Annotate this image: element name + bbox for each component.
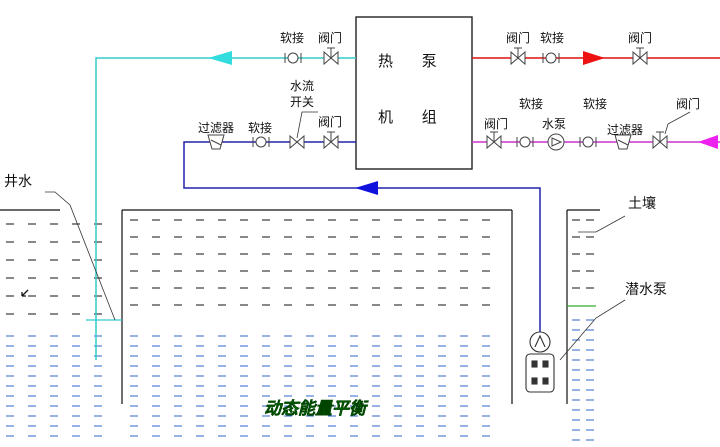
top-right-components [510,47,648,66]
label-soil: 土壤 [628,195,656,212]
cold-flow-arrow-icon [208,51,232,65]
pump-leader [559,299,626,361]
label-valve: 阀门 [628,30,652,45]
filter-icon [207,134,225,150]
soil-leader [578,215,626,233]
label-soft-joint: 软接 [583,96,607,111]
label-filter: 过滤器 [198,121,234,135]
label-valve: 阀门 [676,96,700,111]
pump-icon [547,133,565,151]
well-walls [0,209,600,404]
soft-joint-icon [516,136,534,148]
label-well-water: 井水 [4,174,32,190]
filter-icon [614,134,632,150]
heat-pump-unit-line2: 机 组 [378,108,449,126]
label-dynamic-energy-balance: 动态能量平衡 [264,399,369,419]
soil-right-region [572,219,594,289]
small-pointer-icon [21,289,29,297]
valve-icon [323,131,339,150]
label-flow-switch-line2: 开关 [290,95,314,109]
label-soft-joint: 软接 [540,30,564,45]
valve-icon [632,47,648,66]
well-flow-arrow-icon [355,181,378,195]
well-water-leader [45,191,116,321]
label-soft-joint: 软接 [248,120,272,135]
flow-switch-icon [289,134,305,150]
valve-icon [652,131,668,150]
valve-icon [323,47,339,66]
label-leader-lines [45,111,691,361]
return-flow-arrow-icon [698,135,718,149]
label-submersible-pump: 潜水泵 [625,282,667,298]
label-water-pump: 水泵 [542,117,566,131]
label-valve: 阀门 [506,30,530,45]
soft-joint-icon [252,136,270,148]
bottom-right-components [486,131,668,151]
soft-joint-icon [542,52,560,64]
soft-joint-icon [284,52,302,64]
label-filter: 过滤器 [607,123,643,137]
heat-pump-unit-line1: 热 泵 [378,52,449,70]
label-flow-switch-line1: 水流 [290,79,314,93]
submersible-pump [525,331,555,393]
submersible-pump-body [525,353,555,393]
label-valve: 阀门 [318,114,342,129]
label-valve: 阀门 [318,30,342,45]
soft-joint-icon [579,136,597,148]
label-soft-joint: 软接 [280,30,304,45]
label-valve: 阀门 [484,116,508,131]
cold-water-line [95,57,356,360]
water-dashes [6,319,594,441]
heat-pump-unit-box [355,16,473,170]
hot-flow-arrow-icon [583,51,605,65]
top-left-components [284,47,339,66]
valve-icon [486,131,502,150]
label-soft-joint: 软接 [519,96,543,111]
soil-left-region [6,223,102,315]
bottom-left-components [207,131,339,150]
valve-icon [510,47,526,66]
soil-middle-region [130,219,490,306]
well-water-line [183,141,541,332]
